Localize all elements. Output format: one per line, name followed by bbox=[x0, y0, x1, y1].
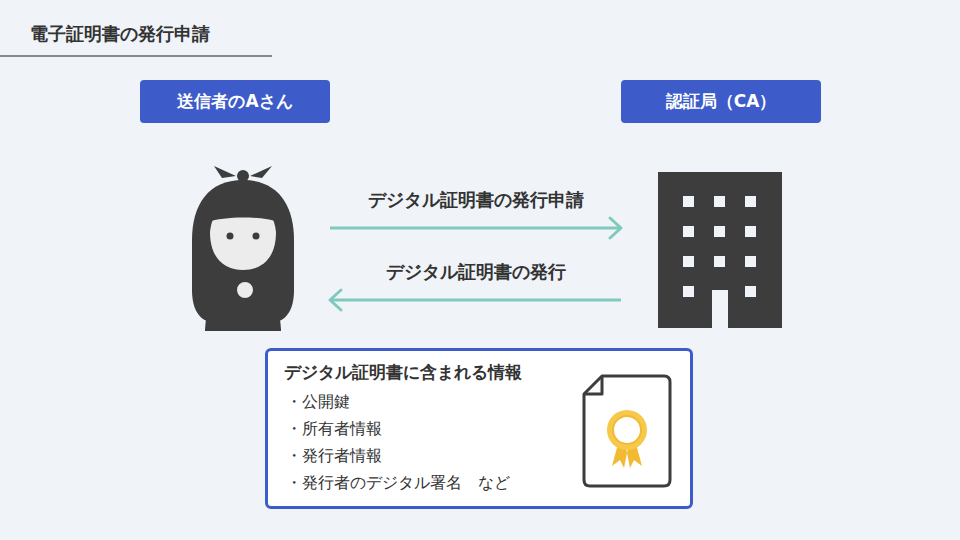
role-label: 認証局（CA） bbox=[621, 80, 821, 123]
actor-group: 送信者のAさん bbox=[140, 80, 330, 330]
edge-label: デジタル証明書の発行 bbox=[382, 260, 570, 284]
arrow-connector bbox=[330, 290, 621, 310]
actor-group: 認証局（CA） bbox=[621, 80, 821, 330]
page-title: 電子証明書の発行申請 bbox=[30, 22, 210, 46]
edge-label: デジタル証明書の発行申請 bbox=[364, 188, 588, 212]
title-underline bbox=[0, 55, 272, 57]
arrow-connector bbox=[330, 218, 621, 238]
certificate-icon bbox=[580, 372, 675, 492]
person-figure bbox=[192, 166, 294, 330]
role-label: 送信者のAさん bbox=[140, 80, 330, 123]
building-icon bbox=[658, 172, 782, 328]
